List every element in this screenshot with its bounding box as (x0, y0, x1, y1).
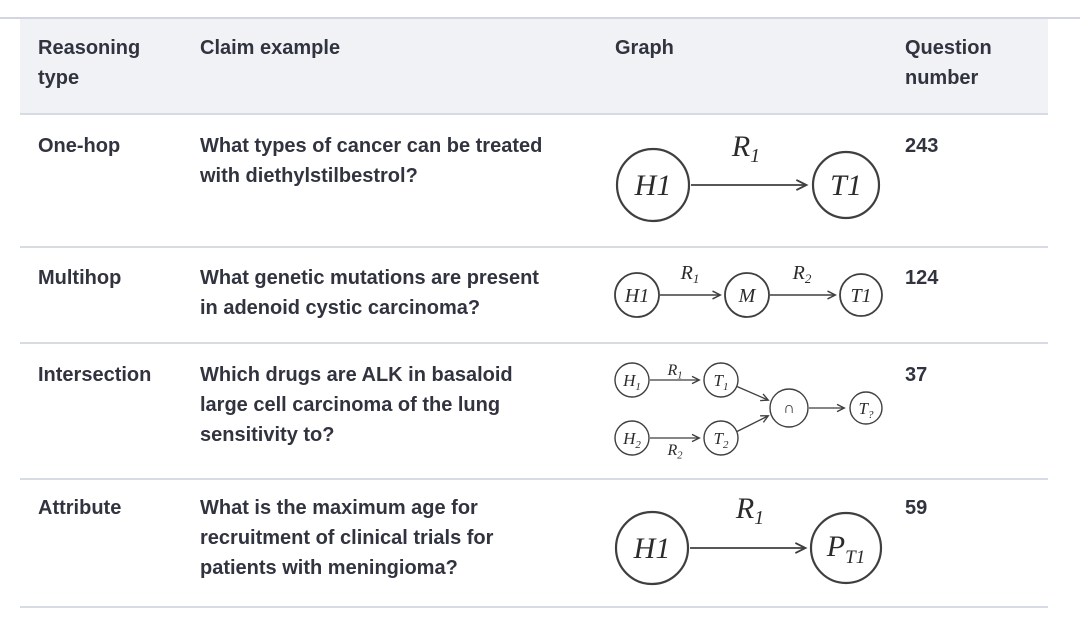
header-graph: Graph (615, 37, 674, 59)
row-reasoning-type: Attribute (38, 497, 122, 519)
node-label-main: H (622, 429, 637, 448)
row-divider (20, 113, 1048, 115)
node-label-sub: T1 (845, 547, 865, 568)
graph-attribute: H1 PT1 R1 (614, 492, 883, 586)
relation-label-sub: 2 (677, 451, 683, 462)
header-reasoning-type: Reasoning type (38, 37, 141, 89)
node-label-main: T1 (850, 285, 871, 307)
node-label-sub: 1 (723, 381, 729, 393)
edge-arrow (736, 415, 770, 433)
relation-label: R1 (735, 492, 764, 529)
relation-label: R2 (666, 442, 683, 462)
node-label-main: H (622, 371, 637, 390)
node-label: H1 (634, 169, 672, 202)
row-reasoning-type: Intersection (38, 364, 152, 386)
row-question-number: 59 (905, 497, 928, 519)
row-divider (20, 246, 1048, 248)
node-circle (614, 272, 660, 318)
row-claim-example: What is the maximum age for recruitment … (200, 497, 494, 579)
node-label: H2 (622, 429, 641, 451)
node-label: T1 (830, 169, 862, 202)
row-question-number: 37 (905, 364, 928, 386)
node-label-main: M (738, 285, 757, 307)
row-divider (20, 342, 1048, 344)
node-label: T1 (850, 285, 871, 307)
row-question-number: 124 (905, 267, 939, 289)
node-circle (769, 388, 809, 428)
row-claim-example: Which drugs are ALK in basaloid large ce… (200, 364, 513, 446)
edge-arrow (736, 385, 770, 402)
relation-label-sub: 1 (754, 507, 764, 529)
node-label: H1 (633, 532, 671, 565)
node-label-sub: 1 (635, 381, 641, 393)
relation-label: R1 (666, 362, 682, 382)
row-divider (20, 606, 1048, 608)
node-label: T2 (714, 429, 729, 451)
node-circle (614, 510, 690, 586)
row-divider (20, 478, 1048, 480)
node-circle (703, 362, 739, 398)
node-label-sub: 2 (723, 439, 729, 451)
row-claim-example: What types of cancer can be treated with… (200, 135, 543, 187)
relation-label-main: R (666, 362, 677, 379)
header-claim-example: Claim example (200, 37, 341, 59)
node-label-main: T1 (830, 169, 862, 202)
node-label-main: H1 (634, 169, 672, 202)
node-label-sub: 2 (635, 439, 641, 451)
node-circle (614, 420, 650, 456)
relation-label-sub: 1 (750, 145, 760, 167)
row-reasoning-type: Multihop (38, 267, 122, 289)
table-header-background (20, 19, 1048, 113)
row-claim-example: What genetic mutations are present in ad… (200, 267, 539, 319)
graph-multihop: H1 M T1 R1 R2 (614, 262, 883, 318)
node-circle (614, 362, 650, 398)
relation-label: R1 (731, 130, 760, 167)
node-label-main: H1 (624, 285, 649, 307)
relation-label: R2 (792, 262, 812, 286)
node-label-main: T (859, 399, 870, 418)
graph-one-hop: H1 T1 R1 (615, 130, 881, 223)
node-label-main: P (826, 530, 845, 563)
relation-label-main: R (680, 262, 693, 284)
graph-intersection: H1 T1 H2 T2 ∩ T? R1 R2 (614, 362, 883, 462)
intersection-symbol: ∩ (783, 400, 795, 417)
relation-label-sub: 2 (805, 271, 812, 286)
row-question-number: 243 (905, 135, 939, 157)
node-label-main: T (714, 371, 725, 390)
node-label: H1 (624, 285, 649, 307)
node-circle (811, 150, 881, 220)
node-label-sub: ? (868, 409, 874, 421)
relation-label-main: R (735, 492, 754, 525)
node-circle (703, 420, 739, 456)
node-circle (839, 273, 883, 317)
node-label: PT1 (826, 530, 865, 568)
relation-label: R1 (680, 262, 700, 286)
node-label: M (738, 285, 757, 307)
node-circle (849, 391, 883, 425)
relation-label-main: R (666, 442, 677, 459)
header-question-number: Question number (905, 37, 992, 89)
node-label: T1 (714, 371, 729, 393)
node-label: T? (859, 399, 874, 421)
node-label: H1 (622, 371, 641, 393)
relation-label-main: R (792, 262, 805, 284)
node-label-main: ∩ (783, 400, 795, 417)
node-circle (809, 511, 883, 585)
node-circle (615, 147, 691, 223)
row-reasoning-type: One-hop (38, 135, 121, 157)
relation-label-main: R (731, 130, 750, 163)
node-circle (724, 272, 770, 318)
top-border-line (0, 17, 1080, 19)
relation-label-sub: 1 (677, 371, 682, 382)
node-label-main: H1 (633, 532, 671, 565)
node-label-main: T (714, 429, 725, 448)
relation-label-sub: 1 (693, 271, 700, 286)
